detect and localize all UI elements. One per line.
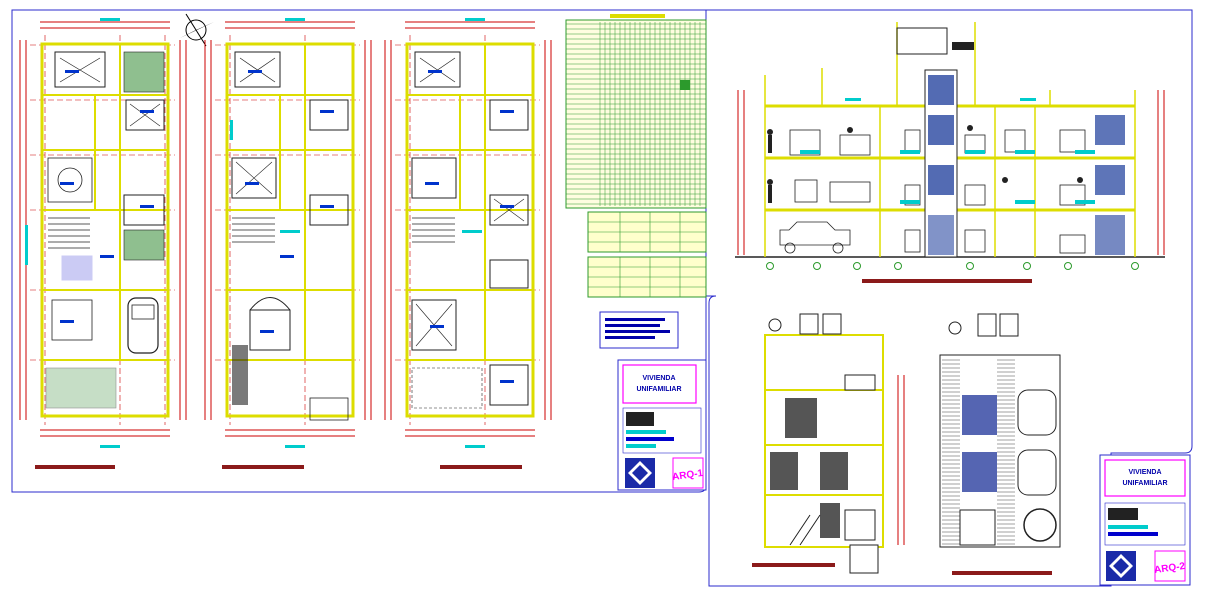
front-elevation — [939, 313, 1061, 575]
floor-plan-3 — [384, 18, 552, 469]
company-logo-icon — [625, 458, 655, 488]
title-block-1: VIVIENDA UNIFAMILIAR ARQ-1 — [617, 359, 707, 491]
title-block-2-title-line2: UNIFAMILIAR — [1122, 480, 1167, 487]
schedule-table-finishes — [587, 211, 707, 298]
title-block-1-sheet-code: ARQ-1 — [671, 468, 704, 483]
floor-plan-1 — [19, 18, 187, 469]
north-arrow-icon — [180, 13, 214, 47]
company-logo-icon — [1106, 551, 1136, 581]
title-block-2: VIVIENDA UNIFAMILIAR ARQ-2 — [1099, 454, 1191, 586]
title-block-1-title-line1: VIVIENDA — [642, 375, 675, 382]
title-block-2-title-line1: VIVIENDA — [1128, 469, 1161, 476]
floor-plan-2 — [204, 18, 372, 469]
notes-box — [599, 311, 679, 349]
title-block-2-sheet-code: ARQ-2 — [1153, 561, 1186, 576]
building-section — [735, 22, 1165, 283]
title-block-1-title-line2: UNIFAMILIAR — [636, 386, 681, 393]
side-elevation — [752, 313, 905, 574]
schedule-table-doors-windows — [565, 14, 707, 209]
